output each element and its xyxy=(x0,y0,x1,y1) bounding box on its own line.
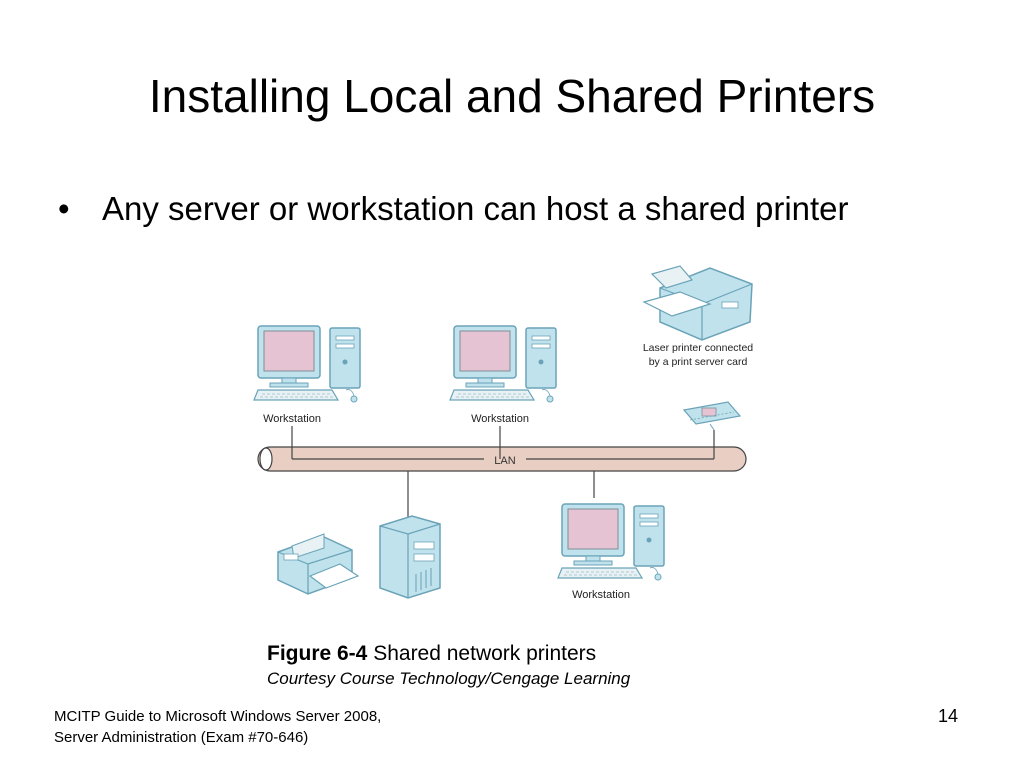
footer-line-2: Server Administration (Exam #70-646) xyxy=(54,729,309,746)
bullet-dot-icon: • xyxy=(58,190,70,227)
workstation-icon xyxy=(449,325,557,403)
laser-printer-label-line2: by a print server card xyxy=(649,356,748,368)
lan-cable: LAN xyxy=(257,446,747,472)
figure-caption: Figure 6-4 Shared network printers xyxy=(267,640,596,668)
figure-credit: Courtesy Course Technology/Cengage Learn… xyxy=(267,669,631,688)
workstation-label-3: Workstation xyxy=(572,589,630,601)
figure-number: Figure 6-4 xyxy=(267,642,368,665)
page-number: 14 xyxy=(938,706,959,726)
workstation-icon xyxy=(557,503,665,581)
footer: MCITP Guide to Microsoft Windows Server … xyxy=(54,706,381,748)
bullet-item: • Any server or workstation can host a s… xyxy=(58,186,849,232)
workstation-label-2: Workstation xyxy=(471,413,529,425)
slide-title: Installing Local and Shared Printers xyxy=(148,70,876,122)
lan-label: LAN xyxy=(494,455,515,467)
workstation-label-1: Workstation xyxy=(263,413,321,425)
workstation-icon xyxy=(253,325,361,403)
network-diagram: LAN Workstation Workstation Laser printe… xyxy=(253,265,753,601)
laser-printer-icon xyxy=(642,265,753,341)
laser-printer-label-line1: Laser printer connected xyxy=(643,342,753,354)
figure-text: Shared network printers xyxy=(373,642,597,665)
desktop-printer-icon xyxy=(277,533,360,595)
server-tower-icon xyxy=(379,515,441,599)
footer-line-1: MCITP Guide to Microsoft Windows Server … xyxy=(54,708,382,725)
bullet-text: Any server or workstation can host a sha… xyxy=(102,190,849,227)
print-server-card-icon xyxy=(682,401,742,431)
